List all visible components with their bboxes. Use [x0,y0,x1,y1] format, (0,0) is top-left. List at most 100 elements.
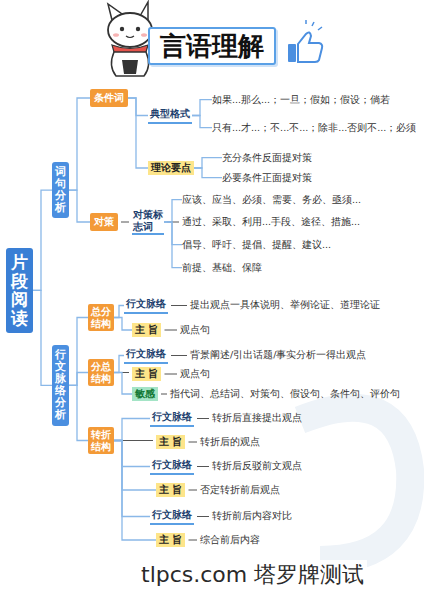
node-text: 转折前后内容对比 [212,510,292,521]
node-text: 片段阅读 [11,253,28,328]
node-text: 观点句 [180,324,210,335]
key-term: 行文脉络 [150,458,194,475]
title-heading: 言语理解 [148,27,276,65]
node-text: 行文脉络 [152,458,192,472]
node-text: 主 旨 [159,435,182,449]
key-term: 主 旨 [156,435,185,449]
leaf-text: 转折后反驳前文观点 [212,460,302,471]
leaf-text: 充分条件反面提对策 [222,152,312,163]
connector [197,466,209,467]
node-text: 对策 [94,215,114,229]
node-text: 分总结构 [91,361,111,384]
connector [128,98,148,168]
root-topic: 片段阅读 [6,248,33,333]
connector [69,373,88,386]
connector [194,158,222,168]
connector [197,418,209,419]
key-term: 行文脉络 [124,347,168,364]
connector [164,222,182,268]
connector [33,290,52,385]
key-term: 行文脉络 [150,508,194,525]
key-term: 主 旨 [156,483,185,497]
connector [171,305,187,306]
connector [192,100,212,116]
connector [114,356,124,373]
node-text: 对策标志词 [133,209,163,232]
connector [164,200,182,222]
node-text: 转折后直接提出观点 [212,412,302,423]
connector [188,442,197,443]
background-swirl [300,408,410,560]
connector [161,394,167,395]
node-text: 总分结构 [91,306,111,329]
connector [192,116,212,128]
node-text: 主 旨 [135,323,158,337]
connector [188,540,197,541]
node-text: 综合前后内容 [200,534,260,545]
key-term: 典型格式 [148,107,192,124]
node-text: 只有...才...；不...不...；除非...否则不...；必须 [212,122,416,133]
watermark: tlpcs.com 塔罗牌测试 [138,560,367,590]
node-text: 转折后的观点 [200,436,260,447]
leaf-text: 否定转折前后观点 [200,484,280,495]
node-text: 应该、应当、必须、需要、务必、亟须... [182,194,361,205]
key-term: 敏感 [132,387,158,401]
leaf-text: 转折前后内容对比 [212,510,292,521]
category-box: 总分结构 [88,304,114,331]
connector [128,98,148,116]
node-text: 否定转折前后观点 [200,484,280,495]
node-text: 充分条件反面提对策 [222,152,312,163]
node-text: 倡导、呼吁、提倡、提醒、建议... [182,239,331,250]
node-text: 观点句 [180,368,210,379]
connector [114,441,150,467]
connector [69,318,88,386]
connector [114,373,132,395]
leaf-text: 综合前后内容 [200,534,260,545]
node-text: 通过、采取、利用...手段、途径、措施... [182,216,360,227]
key-term: 主 旨 [132,367,161,381]
node-text: 背景阐述/引出话题/事实分析一得出观点 [190,349,366,360]
node-text: 主 旨 [159,533,182,547]
leaf-text: 倡导、呼吁、提倡、提醒、建议... [182,239,331,250]
node-text: 条件词 [94,91,124,105]
leaf-text: 前提、基础、保障 [182,262,262,273]
connector [164,222,182,245]
node-text: 理论要点 [151,161,191,175]
node-text: 典型格式 [150,107,190,121]
node-text: 行文脉络 [126,347,166,361]
connector [197,516,209,517]
leaf-text: 应该、应当、必须、需要、务必、亟须... [182,194,361,205]
node-text: 必要条件正面提对策 [222,172,312,183]
node-text: 敏感 [135,387,155,401]
category-box: 对策 [90,213,118,231]
key-term: 主 旨 [156,533,185,547]
leaf-text: 必要条件正面提对策 [222,172,312,183]
connector [114,441,156,541]
connector [171,355,187,356]
node-text: 主 旨 [159,483,182,497]
connector [69,385,88,440]
leaf-text: 通过、采取、利用...手段、途径、措施... [182,216,360,227]
connector [194,168,222,178]
node-text: 指代词、总结词、对策句、假设句、条件句、评价句 [170,388,400,399]
key-term: 对策标志词 [132,209,164,235]
node-text: 行文脉络 [152,508,192,522]
node-text: 行文脉络 [126,297,166,311]
leaf-text: 转折后直接提出观点 [212,412,302,423]
node-text: 提出观点一具体说明、举例论证、道理论证 [190,299,380,310]
key-term: 理论要点 [148,161,194,175]
connector [164,330,177,331]
connector [114,441,150,517]
node-text: 行文脉络分析 [55,349,66,422]
connector [69,98,90,190]
node-text: 词句分析 [55,166,66,214]
branch-box: 词句分析 [52,162,69,218]
category-box: 分总结构 [88,359,114,386]
leaf-text: 背景阐述/引出话题/事实分析一得出观点 [190,349,366,360]
connector [114,318,132,331]
connector [33,190,52,290]
node-text: 主 旨 [135,367,158,381]
category-box: 转折结构 [88,427,114,454]
connector [164,374,177,375]
